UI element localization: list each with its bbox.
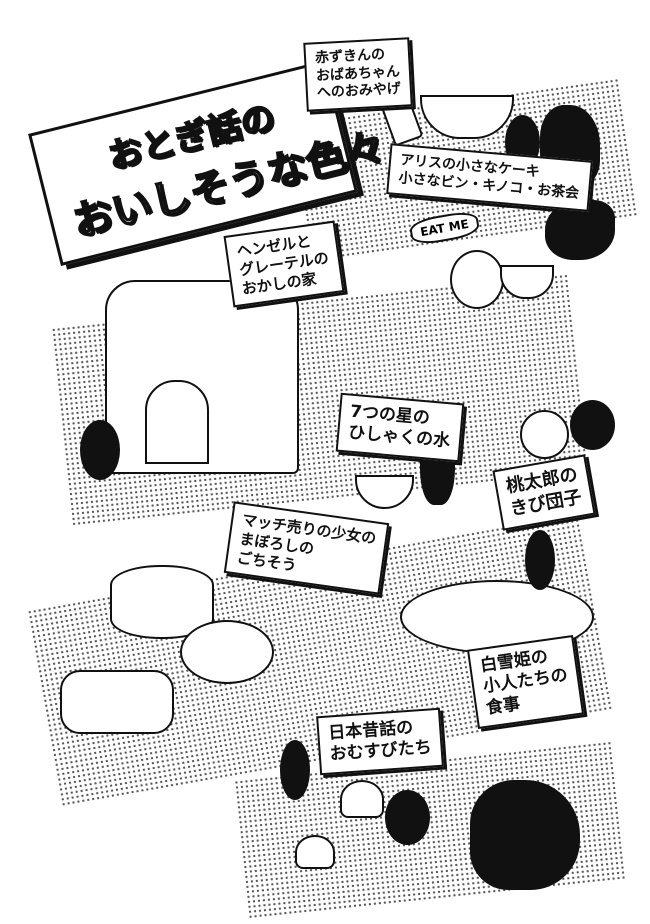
ladle-pot-illustration xyxy=(355,475,414,509)
onigiri-illustration xyxy=(295,835,335,869)
cake-illustration xyxy=(110,565,214,639)
children-silhouette xyxy=(80,420,120,480)
bread-basket-illustration xyxy=(60,670,174,734)
mouse-silhouette xyxy=(385,790,430,845)
label-japanese-tales: 日本昔話の おむすびたち xyxy=(316,707,444,775)
roast-chicken-illustration xyxy=(180,620,274,684)
snow-white-silhouette xyxy=(470,780,580,890)
label-hansel-gretel: ヘンゼルと グレーテルの おかしの家 xyxy=(223,220,345,308)
label-snow-white: 白雪姫の 小人たちの 食事 xyxy=(466,634,585,729)
label-seven-stars: 7つの星の ひしゃくの水 xyxy=(335,392,465,462)
dog-silhouette xyxy=(570,400,615,450)
onigiri-illustration xyxy=(340,780,384,818)
label-line: へのおみやげ xyxy=(316,80,402,102)
label-red-riding-hood: 赤ずきんの おばあちゃん へのおみやげ xyxy=(303,37,413,112)
teapot-illustration xyxy=(450,250,504,309)
child-silhouette xyxy=(280,740,310,800)
house-door-illustration xyxy=(145,380,209,464)
dwarf-silhouette xyxy=(525,530,555,590)
dango-illustration xyxy=(520,410,569,459)
